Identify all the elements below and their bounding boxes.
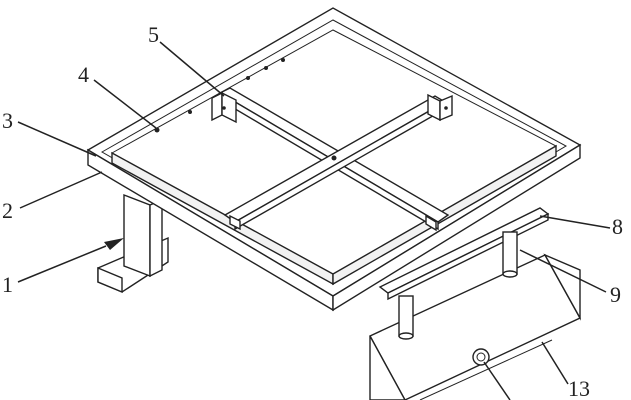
label-4: 4 [78, 62, 89, 87]
label-13: 13 [568, 376, 590, 400]
label-5: 5 [148, 22, 159, 47]
leader-lines [17, 41, 611, 400]
arrow-indicator [104, 238, 124, 250]
left-support-foot [97, 193, 169, 294]
label-8: 8 [612, 214, 623, 239]
label-9: 9 [610, 282, 621, 307]
lift-cylinders [398, 231, 518, 340]
bolt-holes [154, 58, 448, 161]
corner-brackets [211, 91, 453, 232]
lower-support-block [369, 253, 581, 400]
label-3: 3 [2, 108, 13, 133]
label-2: 2 [2, 198, 13, 223]
label-1: 1 [2, 272, 13, 297]
adjustment-knob [472, 348, 490, 366]
